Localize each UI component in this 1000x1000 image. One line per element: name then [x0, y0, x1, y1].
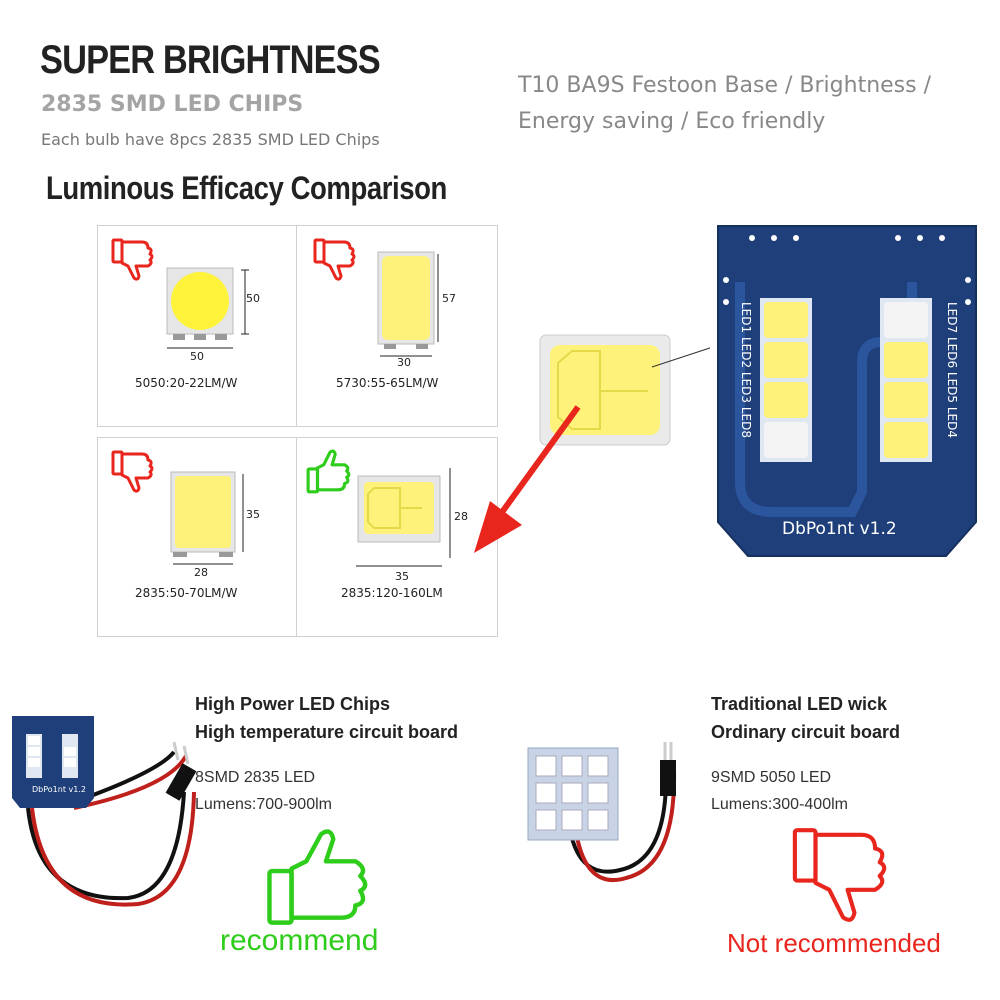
comparison-cell-2835: 35 28 2835:50-70LM/W: [97, 437, 297, 637]
thumbs-down-icon: [111, 238, 154, 281]
comparison-cell-2835-good: 28 35 2835:120-160LM: [296, 437, 498, 637]
left-headline-2: High temperature circuit board: [195, 722, 459, 742]
dim-height-2835: 35: [246, 508, 260, 521]
right-spec-1: 9SMD 5050 LED: [711, 769, 832, 786]
chip-2835-good-image: [356, 468, 451, 567]
small-board-version: DbPo1nt v1.2: [32, 785, 86, 794]
left-spec-2: Lumens:700-900lm: [195, 796, 332, 813]
feature-line-1: T10 BA9S Festoon Base / Brightness /: [518, 73, 932, 98]
left-spec-1: 8SMD 2835 LED: [195, 769, 316, 786]
pcb-left-led-labels: LED1 LED2 LED3 LED8: [739, 302, 753, 438]
feature-text: T10 BA9S Festoon Base / Brightness / Ene…: [518, 68, 958, 140]
right-product-headline: Traditional LED wick Ordinary circuit bo…: [711, 690, 900, 746]
page-subtitle: 2835 SMD LED CHIPS: [41, 92, 304, 117]
right-spec-2: Lumens:300-400lm: [711, 796, 848, 813]
recommend-label: recommend: [220, 924, 379, 957]
page-note: Each bulb have 8pcs 2835 SMD LED Chips: [41, 130, 380, 149]
dim-height-5730: 57: [442, 292, 456, 305]
efficacy-label-5730: 5730:55-65LM/W: [336, 376, 439, 390]
pcb-version-label: DbPo1nt v1.2: [782, 519, 897, 539]
thumbs-down-icon: [111, 450, 154, 493]
chip-5050-image: [166, 267, 249, 349]
dim-width-2835-good: 35: [395, 570, 409, 583]
thumbs-down-icon: [313, 238, 356, 281]
efficacy-label-2835: 2835:50-70LM/W: [135, 586, 238, 600]
feature-line-2: Energy saving / Eco friendly: [518, 109, 826, 134]
right-product-specs: 9SMD 5050 LED Lumens:300-400lm: [711, 764, 848, 818]
chip-2835-image: [170, 471, 244, 565]
product-5050-board-image: [527, 742, 677, 882]
pcb-right-led-labels: LED7 LED6 LED5 LED4: [945, 302, 959, 438]
dim-height-2835-good: 28: [454, 510, 468, 523]
left-product-headline: High Power LED Chips High temperature ci…: [195, 690, 458, 746]
dim-width-5730: 30: [397, 356, 411, 369]
thumbs-down-icon: [792, 828, 887, 922]
product-2835-board-image: DbPo1nt v1.2: [12, 716, 197, 907]
chip-closeup-illustration: [474, 334, 710, 553]
comparison-cell-5730: 57 30 5730:55-65LM/W: [296, 225, 498, 427]
arrow-icon: [474, 501, 522, 553]
efficacy-label-5050: 5050:20-22LM/W: [135, 376, 238, 390]
efficacy-label-2835-good: 2835:120-160LM: [341, 586, 443, 600]
dim-height-5050: 50: [246, 292, 260, 305]
not-recommended-label: Not recommended: [727, 928, 941, 958]
thumbs-up-icon: [306, 449, 351, 494]
comparison-cell-5050: 50 50 5050:20-22LM/W: [97, 225, 297, 427]
dim-width-2835: 28: [194, 566, 208, 579]
dim-width-5050: 50: [190, 350, 204, 363]
right-headline-1: Traditional LED wick: [711, 694, 888, 714]
right-headline-2: Ordinary circuit board: [711, 722, 901, 742]
comparison-title: Luminous Efficacy Comparison: [46, 170, 447, 206]
pcb-board-image: LED1 LED2 LED3 LED8 LED7 LED6 LED5 LED4 …: [717, 225, 977, 557]
left-product-specs: 8SMD 2835 LED Lumens:700-900lm: [195, 764, 332, 818]
thumbs-up-icon: [267, 829, 368, 925]
page-title: SUPER BRIGHTNESS: [40, 38, 381, 82]
left-headline-1: High Power LED Chips: [195, 694, 391, 714]
chip-5730-image: [377, 251, 439, 357]
